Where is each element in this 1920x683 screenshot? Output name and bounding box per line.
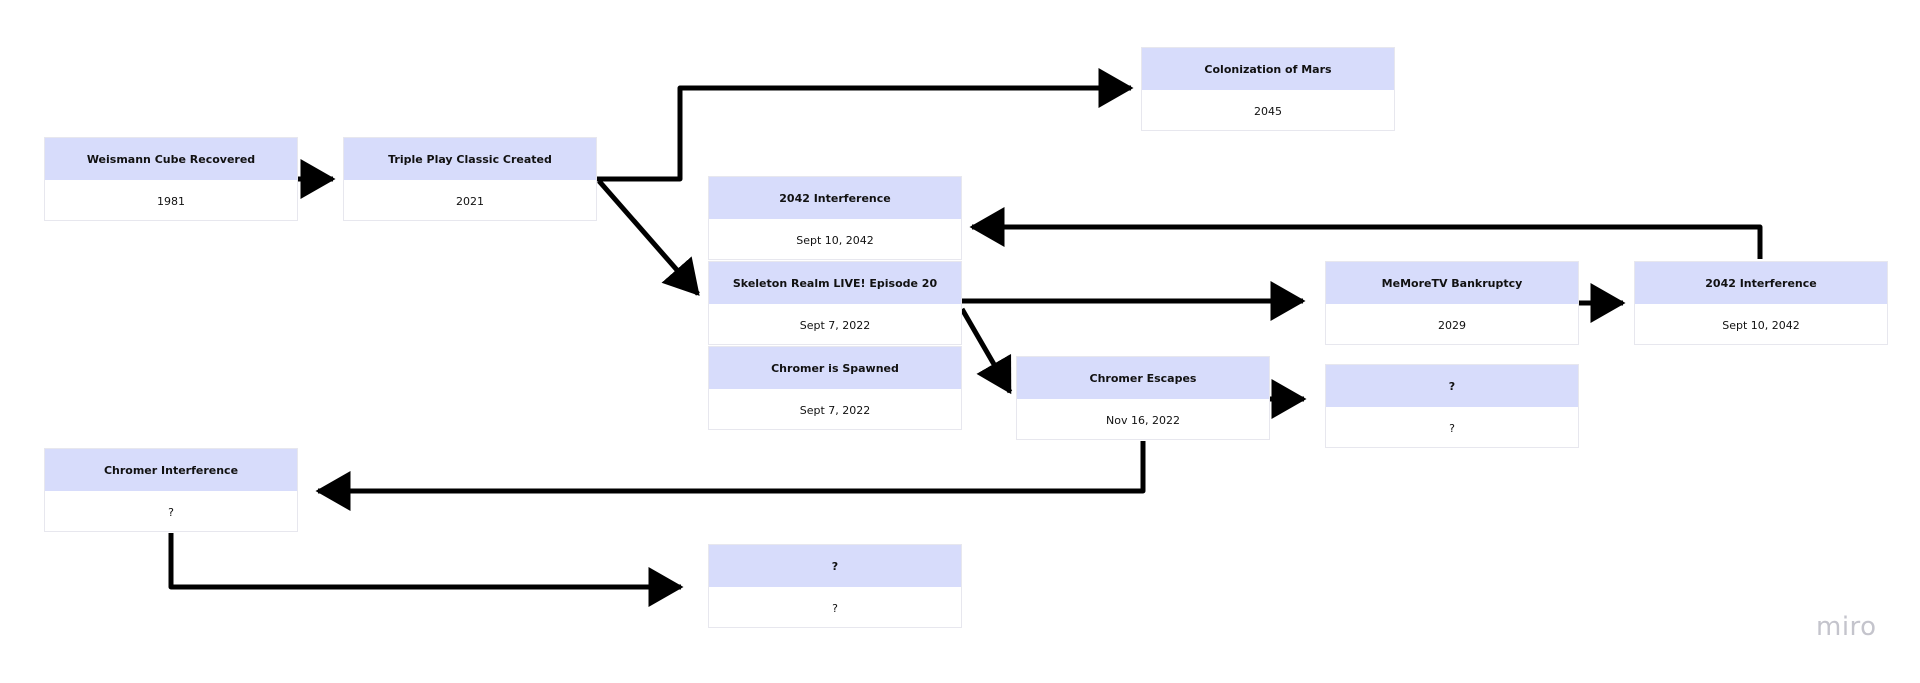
node-title: ? xyxy=(1326,365,1578,407)
node-date: 1981 xyxy=(157,194,185,208)
node-title: Triple Play Classic Created xyxy=(344,138,596,180)
node-unknown-after-escape[interactable]: ? ? xyxy=(1325,364,1579,448)
node-date: 2045 xyxy=(1254,104,1282,118)
node-unknown-bottom[interactable]: ? ? xyxy=(708,544,962,628)
node-date: 2029 xyxy=(1438,318,1466,332)
node-title: Skeleton Realm LIVE! Episode 20 xyxy=(709,262,961,304)
node-colonization-of-mars[interactable]: Colonization of Mars 2045 xyxy=(1141,47,1395,131)
miro-logo: miro xyxy=(1816,612,1877,642)
node-date: ? xyxy=(832,601,838,615)
node-date: Sept 7, 2022 xyxy=(799,403,871,417)
node-date: Nov 16, 2022 xyxy=(1106,413,1180,427)
node-date: Sept 7, 2022 xyxy=(799,318,871,332)
node-title: Chromer is Spawned xyxy=(709,347,961,389)
node-title: Chromer Interference xyxy=(45,449,297,491)
node-2042-interference-upper[interactable]: 2042 Interference Sept 10, 2042 xyxy=(708,176,962,260)
node-title: MeMoreTV Bankruptcy xyxy=(1326,262,1578,304)
node-title: Colonization of Mars xyxy=(1142,48,1394,90)
node-date: ? xyxy=(1449,421,1455,435)
node-chromer-escapes[interactable]: Chromer Escapes Nov 16, 2022 xyxy=(1016,356,1270,440)
node-triple-play-classic-created[interactable]: Triple Play Classic Created 2021 xyxy=(343,137,597,221)
node-skeleton-realm-live-episode-20[interactable]: Skeleton Realm LIVE! Episode 20 Sept 7, … xyxy=(708,261,962,345)
node-date: Sept 10, 2042 xyxy=(796,233,874,247)
connector-chromer-escapes-to-chromer-interference[interactable] xyxy=(315,441,1146,511)
node-date: ? xyxy=(168,505,174,519)
node-title: Weismann Cube Recovered xyxy=(45,138,297,180)
node-date: 2021 xyxy=(456,194,484,208)
node-memoretv-bankruptcy[interactable]: MeMoreTV Bankruptcy 2029 xyxy=(1325,261,1579,345)
node-weismann-cube-recovered[interactable]: Weismann Cube Recovered 1981 xyxy=(44,137,298,221)
node-2042-interference-right[interactable]: 2042 Interference Sept 10, 2042 xyxy=(1634,261,1888,345)
connector-triple-play-to-mars[interactable] xyxy=(597,68,1134,182)
node-title: 2042 Interference xyxy=(1635,262,1887,304)
node-date: Sept 10, 2042 xyxy=(1722,318,1800,332)
connector-skeleton-realm-to-chromer-escapes[interactable] xyxy=(959,307,1013,395)
connector-2042-interference-to-2042-interference[interactable] xyxy=(969,207,1763,259)
node-title: Chromer Escapes xyxy=(1017,357,1269,399)
connector-chromer-interference-to-unknown[interactable] xyxy=(168,533,684,607)
node-title: 2042 Interference xyxy=(709,177,961,219)
node-chromer-is-spawned[interactable]: Chromer is Spawned Sept 7, 2022 xyxy=(708,346,962,430)
node-chromer-interference[interactable]: Chromer Interference ? xyxy=(44,448,298,532)
node-title: ? xyxy=(709,545,961,587)
connector-triple-play-to-skeleton-realm[interactable] xyxy=(597,179,700,296)
